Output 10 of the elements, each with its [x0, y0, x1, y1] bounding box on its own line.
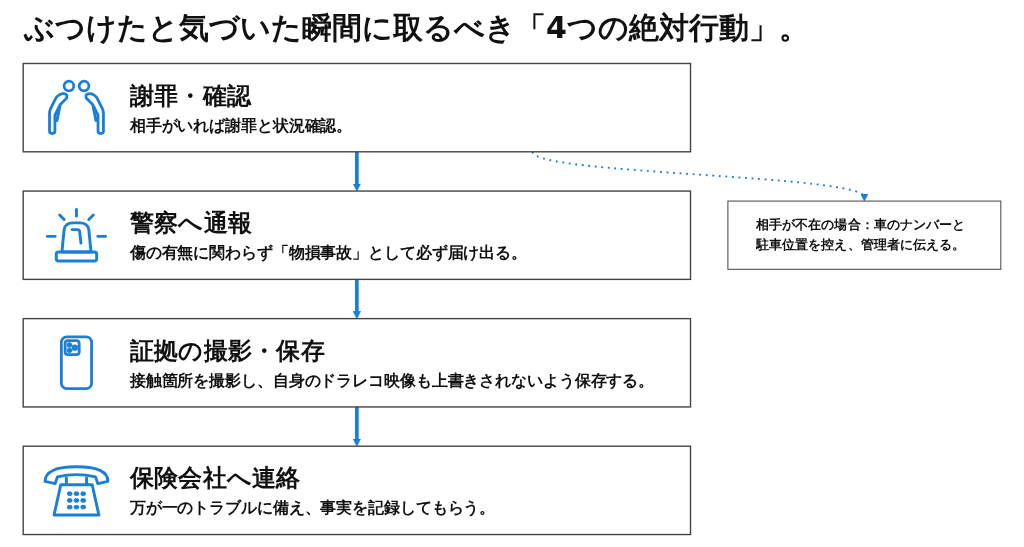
arrow	[352, 279, 361, 319]
title: ぶつけたと気づいた瞬間に取るべき「4つの絶対行動」。	[24, 9, 809, 47]
arrow	[352, 406, 361, 447]
node-box: 謝罪・確認 相手がいれば謝罪と状況確認。	[22, 62, 692, 153]
arrow	[352, 151, 361, 192]
node-box: 相手が不在の場合：車のナンバーと駐車位置を控え、管理者に伝える。	[727, 200, 1002, 270]
node-box: 保険会社へ連絡 万が一のトラブルに備え、事実を記録してもらう。	[22, 445, 692, 536]
node-box: 証拠の撮影・保存 接触箇所を撮影し、自身のドラレコ映像も上書きされないよう保存する。	[22, 317, 692, 408]
arrow	[531, 150, 868, 201]
node-box: 警察へ通報 傷の有無に関わらず「物損事故」として必ず届け出る。	[22, 190, 692, 281]
